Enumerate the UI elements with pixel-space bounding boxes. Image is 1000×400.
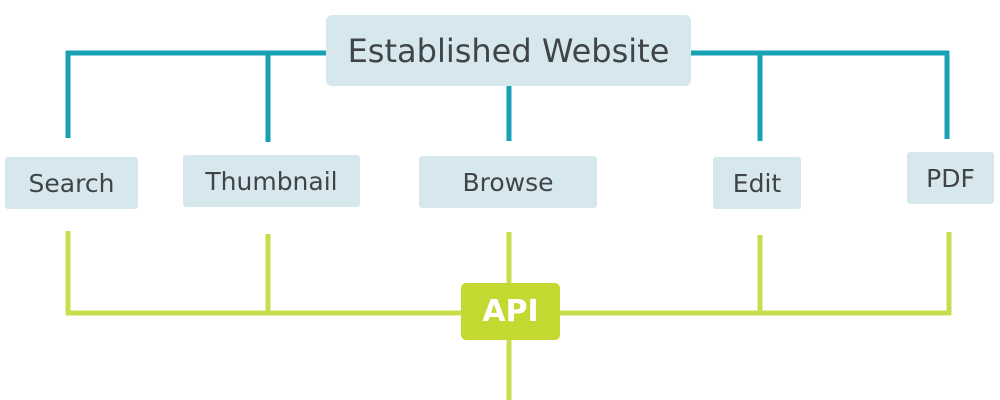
- api-node: API: [461, 283, 560, 340]
- edit-node: Edit: [713, 157, 801, 209]
- thumbnail-label: Thumbnail: [205, 166, 338, 196]
- api-label: API: [482, 294, 539, 329]
- established-website-node: Established Website: [326, 15, 691, 86]
- pdf-node: PDF: [907, 152, 994, 204]
- established-website-label: Established Website: [347, 31, 670, 70]
- browse-label: Browse: [462, 167, 554, 197]
- search-node: Search: [5, 157, 138, 209]
- search-label: Search: [28, 168, 115, 198]
- edit-label: Edit: [732, 168, 782, 198]
- thumbnail-node: Thumbnail: [183, 155, 360, 207]
- pdf-label: PDF: [926, 163, 975, 193]
- browse-node: Browse: [419, 156, 597, 208]
